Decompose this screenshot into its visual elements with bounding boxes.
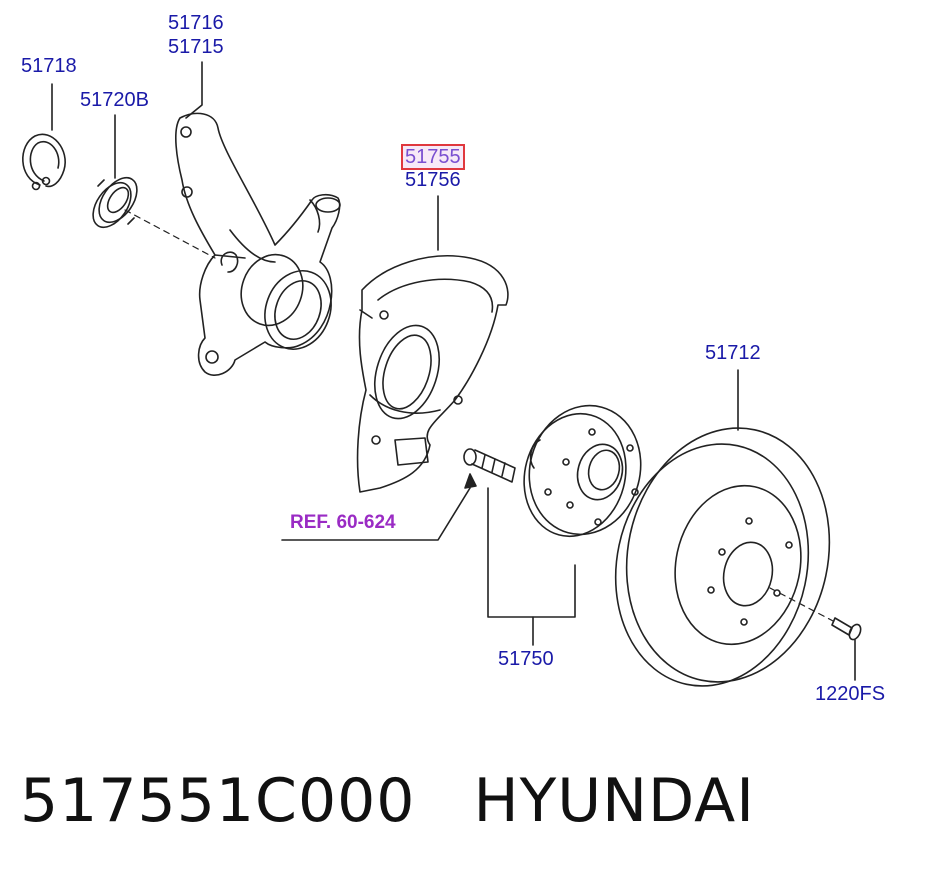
wheel-stud: [463, 448, 516, 483]
reference-label[interactable]: REF. 60-624: [290, 512, 396, 533]
callout-1220fs: 1220FS: [815, 683, 886, 705]
center-axis-lines: [124, 209, 836, 623]
callout-51720b: 51720B: [80, 89, 149, 111]
brand-name: HYUNDAI: [473, 766, 755, 836]
callout-51756: 51756: [405, 169, 461, 191]
callout-51755-highlighted[interactable]: 51755: [401, 144, 465, 170]
callout-51715: 51715: [168, 36, 224, 58]
exploded-parts-diagram: [22, 61, 862, 687]
part-number: 517551C000: [20, 766, 416, 836]
disc-screw: [831, 617, 862, 641]
wheel-hub: [523, 404, 642, 538]
brake-dust-cover: [356, 255, 509, 493]
leader-lines: [51, 61, 856, 681]
callout-51712: 51712: [705, 342, 761, 364]
wheel-bearing: [92, 176, 138, 229]
snap-ring: [22, 133, 66, 191]
callout-51718: 51718: [21, 55, 77, 77]
steering-knuckle: [175, 112, 341, 376]
reference-arrow-head: [464, 473, 477, 489]
part-caption: 517551C000 HYUNDAI: [20, 766, 755, 836]
callout-51750: 51750: [498, 648, 554, 670]
callout-51716: 51716: [168, 12, 224, 34]
brake-disc: [614, 427, 831, 687]
